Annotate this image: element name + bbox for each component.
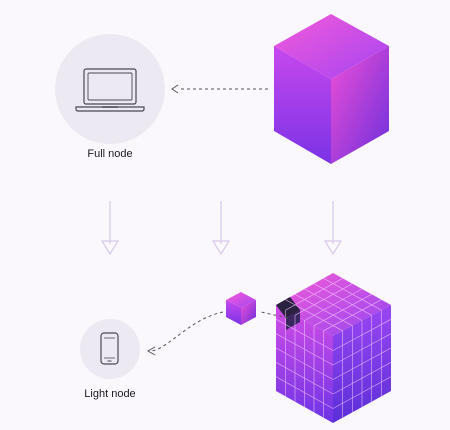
- full-block-cube-right: [331, 46, 389, 164]
- full-node-circle: [55, 34, 165, 144]
- full-block-cube: [274, 14, 389, 164]
- full-block-cube-left: [274, 46, 331, 164]
- right-face-grid-line: [332, 376, 392, 409]
- sampled-block-grid: [275, 278, 392, 418]
- sampled-block-notch-face: [286, 310, 300, 330]
- sampled-block-cube: [275, 273, 392, 423]
- full-node-label: Full node: [87, 148, 133, 160]
- down-arrow-middle: [211, 201, 231, 256]
- smartphone-icon: [100, 332, 119, 365]
- arrow-cube-to-full-node: [171, 84, 268, 94]
- left-face-grid-line: [275, 376, 334, 409]
- light-node-circle: [80, 319, 140, 379]
- down-arrow-left: [100, 201, 120, 256]
- full-block-cube-top: [274, 14, 389, 79]
- data-sample-cube-left: [226, 300, 241, 325]
- data-sample-cube: [226, 292, 256, 325]
- top-face-grid-line: [323, 299, 382, 332]
- sampled-block-notch: [276, 297, 300, 318]
- down-arrow-right: [323, 201, 343, 256]
- light-node-label: Light node: [84, 388, 136, 400]
- sample-extraction-line: [260, 311, 289, 319]
- data-sample-cube-right: [241, 300, 256, 325]
- laptop-icon: [75, 68, 145, 112]
- arrow-sample-to-light-node: [146, 311, 224, 356]
